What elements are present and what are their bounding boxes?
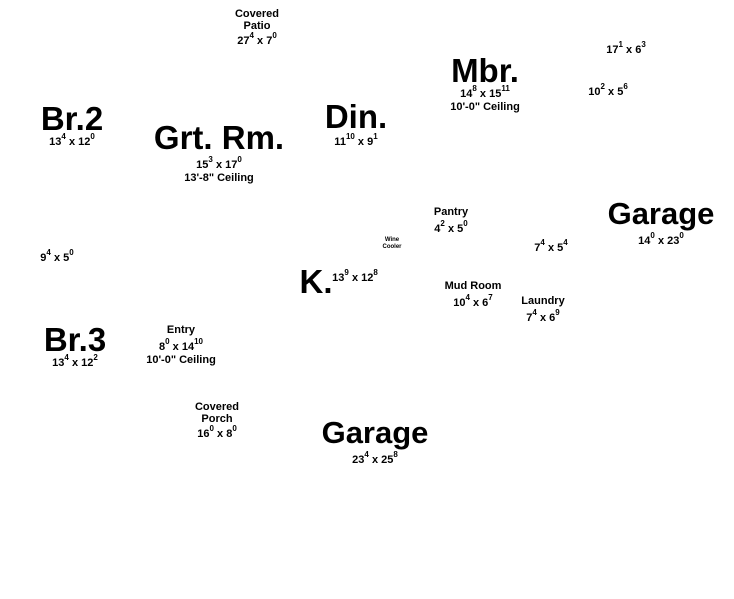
- room-name: Patio: [243, 20, 271, 32]
- room-dimensions: 171 x 63: [606, 40, 646, 56]
- room-garage-bottom: Garage 234 x 258: [322, 417, 429, 467]
- room-covered-patio: Covered Patio 274 x 70: [235, 8, 279, 48]
- room-dimensions: 80 x 1410: [159, 337, 203, 353]
- room-name: K.: [299, 263, 333, 300]
- room-name: Garage: [321, 415, 429, 450]
- room-name: Br.3: [43, 321, 107, 358]
- room-k-dimensions: 139 x 128: [332, 268, 378, 285]
- room-dimensions: 153 x 170: [196, 155, 242, 171]
- room-dimensions: 234 x 258: [352, 450, 398, 466]
- room-br3: Br.3 134 x 122: [44, 323, 106, 370]
- room-name: Br.2: [40, 100, 104, 137]
- room-mbr: Mbr. 148 x 1511 10'-0" Ceiling: [450, 54, 520, 113]
- room-dimensions: 104 x 67: [453, 293, 493, 309]
- room-name: Laundry: [521, 295, 565, 307]
- room-dimensions: 134 x 122: [52, 353, 98, 369]
- room-mud-room: Mud Room 104 x 67: [445, 280, 502, 310]
- room-closet-top-right-1: 171 x 63: [606, 40, 646, 57]
- room-name: Covered: [194, 401, 240, 413]
- room-wine-cooler: Wine Cooler: [382, 237, 401, 251]
- room-dimensions: 140 x 230: [638, 231, 684, 247]
- ceiling-height: 13'-8" Ceiling: [184, 172, 254, 184]
- room-din: Din. 1110 x 91: [325, 100, 387, 149]
- room-dimensions: 1110 x 91: [334, 132, 378, 148]
- ceiling-height: 10'-0" Ceiling: [450, 101, 520, 113]
- room-name: Wine: [384, 237, 400, 243]
- room-closet-top-right-2: 102 x 56: [588, 82, 628, 99]
- room-name: Entry: [166, 324, 196, 336]
- room-closet-mid: 74 x 54: [534, 238, 568, 255]
- room-dimensions: 74 x 54: [534, 238, 568, 254]
- room-dimensions: 160 x 80: [197, 424, 237, 440]
- ceiling-height: 10'-0" Ceiling: [146, 354, 216, 366]
- room-dimensions: 102 x 56: [588, 82, 628, 98]
- room-name: Covered: [234, 8, 280, 20]
- room-name: Porch: [201, 413, 233, 425]
- room-dimensions: 139 x 128: [332, 268, 378, 284]
- room-name: Din.: [324, 98, 388, 135]
- room-dimensions: 134 x 120: [49, 132, 95, 148]
- room-closet-left: 94 x 50: [40, 248, 74, 265]
- room-garage-right: Garage 140 x 230: [608, 198, 715, 248]
- room-pantry: Pantry 42 x 50: [434, 206, 468, 236]
- room-entry: Entry 80 x 1410 10'-0" Ceiling: [146, 324, 216, 366]
- room-dimensions: 42 x 50: [434, 219, 468, 235]
- room-grt-rm: Grt. Rm. 153 x 170 13'-8" Ceiling: [154, 121, 284, 184]
- room-name: Cooler: [382, 244, 402, 250]
- room-name: Mbr.: [451, 52, 519, 89]
- room-name: Pantry: [433, 206, 469, 218]
- room-covered-porch: Covered Porch 160 x 80: [195, 401, 239, 441]
- room-laundry: Laundry 74 x 69: [521, 295, 564, 325]
- room-name: Garage: [607, 196, 715, 231]
- room-name: Mud Room: [444, 280, 502, 292]
- room-name: Grt. Rm.: [153, 119, 285, 156]
- room-dimensions: 74 x 69: [526, 308, 560, 324]
- room-dimensions: 274 x 70: [237, 31, 277, 47]
- room-dimensions: 94 x 50: [40, 248, 74, 264]
- room-dimensions: 148 x 1511: [460, 84, 510, 100]
- room-br2: Br.2 134 x 120: [41, 102, 103, 149]
- room-k: K.: [300, 265, 333, 298]
